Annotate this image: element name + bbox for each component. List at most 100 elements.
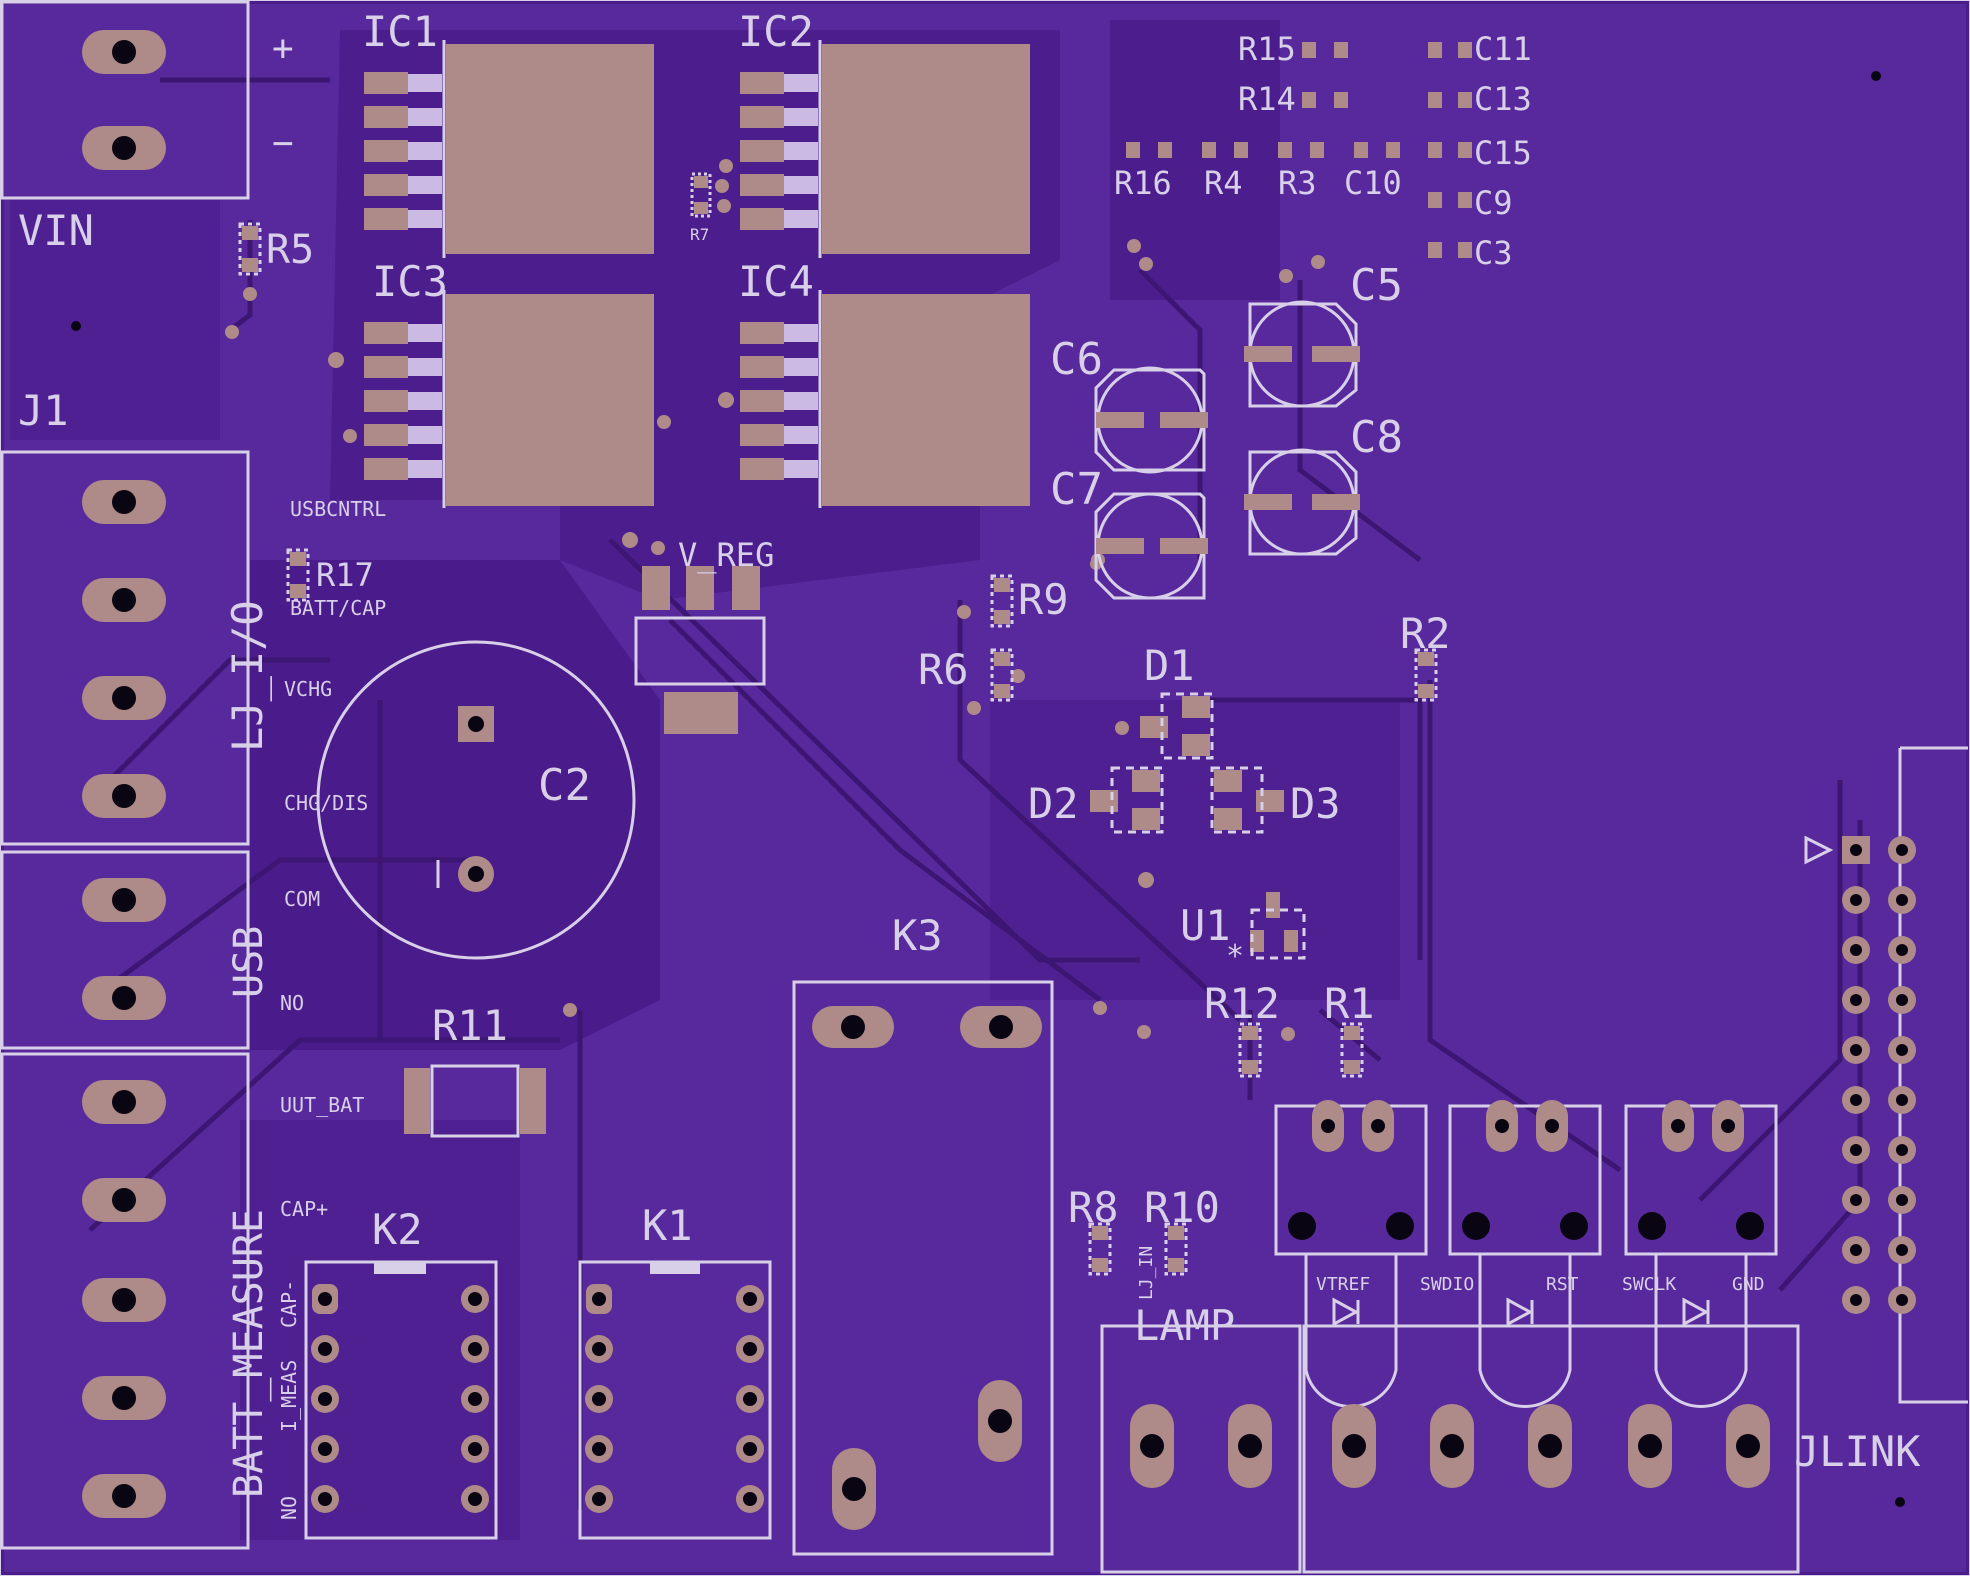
u1-package bbox=[1250, 892, 1306, 960]
cap-c5 bbox=[1244, 300, 1360, 408]
jlink-header-outline bbox=[1898, 746, 1968, 1404]
no2-label: NO bbox=[277, 1496, 301, 1520]
cap-plus-label: CAP+ bbox=[280, 1197, 328, 1221]
chg-dis-label: CHG/DIS bbox=[284, 791, 368, 815]
d1-label: D1 bbox=[1144, 641, 1195, 690]
c8-label: C8 bbox=[1350, 412, 1403, 463]
c15-label: C15 bbox=[1474, 134, 1532, 172]
c11-label: C11 bbox=[1474, 30, 1532, 68]
ic1-label: IC1 bbox=[362, 7, 438, 56]
u1-label: U1 bbox=[1180, 901, 1231, 950]
r6-label: R6 bbox=[918, 645, 969, 694]
r14-label: R14 bbox=[1238, 80, 1296, 118]
c10-label: C10 bbox=[1344, 164, 1402, 202]
r12-label: R12 bbox=[1204, 979, 1280, 1028]
ic2-label: IC2 bbox=[738, 7, 814, 56]
k1-label: K1 bbox=[642, 1201, 693, 1250]
smd-passives bbox=[1126, 42, 1472, 258]
usb-connector-pads bbox=[82, 878, 166, 1020]
k2-label: K2 bbox=[372, 1205, 423, 1254]
lj-in-label: LJ_IN bbox=[1136, 1246, 1157, 1300]
button-vtref bbox=[1274, 1100, 1428, 1408]
d2-label: D2 bbox=[1028, 779, 1079, 828]
lj-io-connector-outline bbox=[0, 450, 250, 846]
cap-c6 bbox=[1094, 366, 1208, 474]
svg-text:*: * bbox=[1226, 939, 1244, 974]
button-swdio bbox=[1448, 1100, 1602, 1408]
r8-label: R8 bbox=[1068, 1183, 1119, 1232]
batt-measure-connector-outline bbox=[0, 1052, 250, 1550]
swclk-label: SWCLK bbox=[1622, 1274, 1676, 1295]
r9-label: R9 bbox=[1018, 575, 1069, 624]
diode-d3 bbox=[1210, 766, 1284, 834]
k2-pins bbox=[311, 1284, 489, 1513]
jlink-header-pins bbox=[1842, 836, 1916, 1314]
swdio-label: SWDIO bbox=[1420, 1274, 1474, 1295]
c2-outline bbox=[316, 640, 636, 960]
ic1-package bbox=[364, 40, 654, 258]
c9-label: C9 bbox=[1474, 184, 1513, 222]
batt-cap-label: BATT/CAP bbox=[290, 596, 386, 620]
r10-label: R10 bbox=[1144, 1183, 1220, 1232]
ic2-package bbox=[740, 40, 1030, 258]
lj-io-connector-pads bbox=[82, 480, 166, 818]
usbcntrl-label: USBCNTRL bbox=[290, 497, 386, 521]
lamp-label: LAMP bbox=[1134, 1301, 1235, 1350]
c7-label: C7 bbox=[1050, 464, 1103, 515]
ic3-label: IC3 bbox=[372, 257, 448, 306]
ic4-package bbox=[740, 290, 1030, 508]
ic4-label: IC4 bbox=[738, 257, 814, 306]
no-label: NO bbox=[280, 991, 304, 1015]
i-meas-label: I_MEAS bbox=[277, 1360, 301, 1432]
v-reg-label: V_REG bbox=[678, 536, 774, 574]
k3-pins bbox=[812, 1006, 1042, 1530]
bottom-connector-pads bbox=[1332, 1404, 1770, 1488]
r1-label: R1 bbox=[1324, 979, 1375, 1028]
vin-minus-label: − bbox=[272, 123, 294, 164]
usb-connector-outline bbox=[0, 850, 250, 1050]
vin-connector-outline bbox=[0, 0, 250, 200]
r11-label: R11 bbox=[432, 1001, 508, 1050]
r16-label: R16 bbox=[1114, 164, 1172, 202]
ic3-package bbox=[364, 290, 654, 508]
cap-c8 bbox=[1244, 448, 1360, 556]
r17-label: R17 bbox=[316, 556, 374, 594]
d3-label: D3 bbox=[1290, 779, 1341, 828]
vchg-label: VCHG bbox=[284, 677, 332, 701]
diode-d2 bbox=[1090, 766, 1164, 834]
com-label: COM bbox=[284, 887, 320, 911]
vin-plus-label: + bbox=[272, 28, 294, 69]
cap-c7 bbox=[1094, 492, 1208, 600]
c6-label: C6 bbox=[1050, 334, 1103, 385]
usb-label: USB bbox=[226, 926, 272, 998]
j1-label: J1 bbox=[18, 386, 69, 435]
vin-connector-pads bbox=[82, 30, 166, 170]
lj-io-label: LJ_I/O bbox=[223, 600, 272, 752]
cap-minus-label: CAP- bbox=[277, 1280, 301, 1328]
r7-label: R7 bbox=[690, 225, 709, 244]
vias bbox=[328, 239, 1325, 1041]
diode-d1 bbox=[1140, 692, 1214, 760]
lamp-connector-outline bbox=[1100, 1324, 1302, 1574]
batt-measure-connector-pads bbox=[82, 1080, 166, 1518]
lamp-connector-pads bbox=[1130, 1404, 1272, 1488]
vin-label: VIN bbox=[18, 206, 94, 255]
k1-pins bbox=[585, 1284, 764, 1513]
gnd-label: GND bbox=[1732, 1274, 1765, 1295]
v-reg-package bbox=[634, 566, 766, 734]
uut-bat-label: UUT_BAT bbox=[280, 1093, 364, 1117]
rst-label: RST bbox=[1546, 1274, 1579, 1295]
k3-label: K3 bbox=[892, 911, 943, 960]
c2-label: C2 bbox=[538, 760, 591, 811]
k3-outline bbox=[792, 980, 1054, 1556]
button-swclk bbox=[1624, 1100, 1778, 1408]
batt-measure-label: BATT_MEASURE bbox=[226, 1209, 272, 1498]
c5-label: C5 bbox=[1350, 260, 1403, 311]
r4-label: R4 bbox=[1204, 164, 1243, 202]
r15-label: R15 bbox=[1238, 30, 1296, 68]
r2-label: R2 bbox=[1400, 609, 1451, 658]
bottom-connector-outline bbox=[1302, 1324, 1800, 1574]
r3-label: R3 bbox=[1278, 164, 1317, 202]
c3-label: C3 bbox=[1474, 234, 1513, 272]
